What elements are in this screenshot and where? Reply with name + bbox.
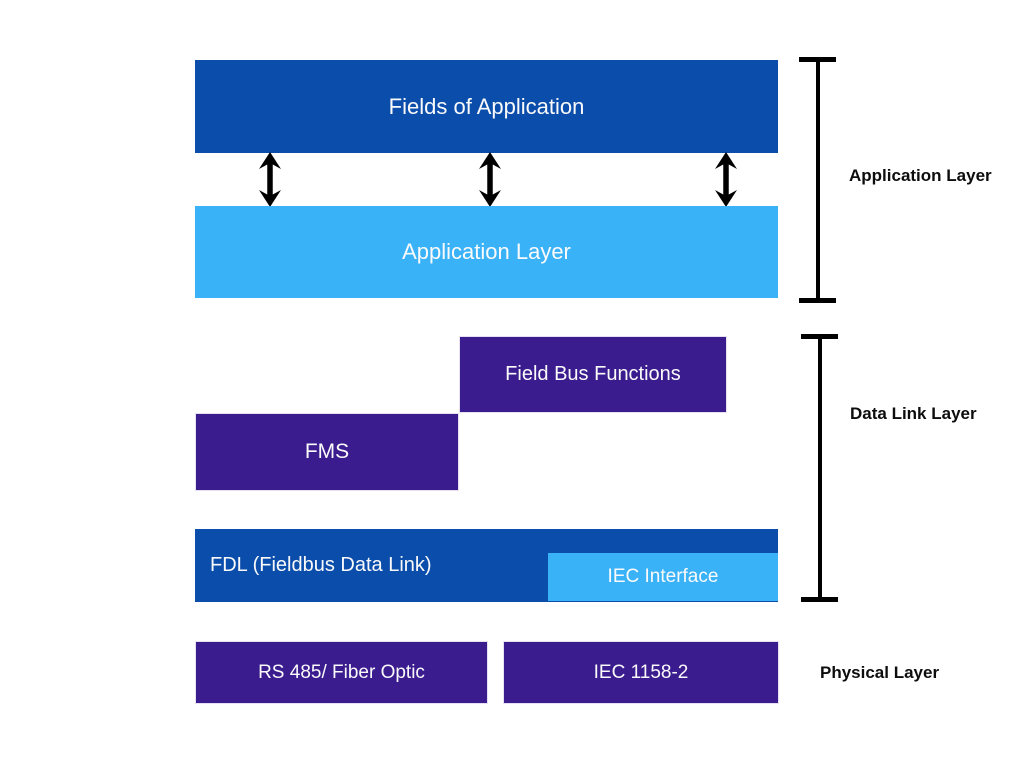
box-field-bus-functions: Field Bus Functions: [460, 337, 726, 412]
bracket-line: [815, 57, 820, 303]
bracket-cap: [801, 597, 838, 602]
box-iec-interface: IEC Interface: [548, 553, 778, 601]
side-label-application-layer: Application Layer: [849, 166, 992, 185]
application-layer-label: Application Layer: [402, 239, 571, 264]
bracket-cap: [799, 298, 836, 303]
side-label-physical-layer: Physical Layer: [820, 663, 940, 682]
rs-485-fiber-optic-label: RS 485/ Fiber Optic: [258, 661, 425, 683]
double-arrow-icon: [715, 152, 737, 207]
bracket-line: [817, 334, 822, 602]
double-arrow-icon: [259, 152, 281, 207]
side-label-data-link-layer: Data Link Layer: [850, 404, 977, 423]
fdl-label: FDL (Fieldbus Data Link): [210, 554, 432, 576]
iec-1158-2-label: IEC 1158-2: [593, 661, 689, 683]
data-link-layer-bracket: [801, 334, 838, 602]
application-layer-bracket: [799, 57, 836, 303]
fields-of-application-label: Fields of Application: [388, 93, 585, 119]
box-fms: FMS: [196, 414, 458, 490]
iec-interface-label: IEC Interface: [607, 566, 719, 587]
box-fields-of-application: Fields of Application: [195, 60, 778, 153]
box-iec-1158-2: IEC 1158-2: [504, 642, 778, 703]
fms-label: FMS: [304, 440, 350, 463]
double-arrow-icon: [479, 152, 501, 207]
box-rs-485-fiber-optic: RS 485/ Fiber Optic: [196, 642, 487, 703]
field-bus-functions-label: Field Bus Functions: [505, 363, 681, 385]
box-application-layer: Application Layer: [195, 206, 778, 298]
